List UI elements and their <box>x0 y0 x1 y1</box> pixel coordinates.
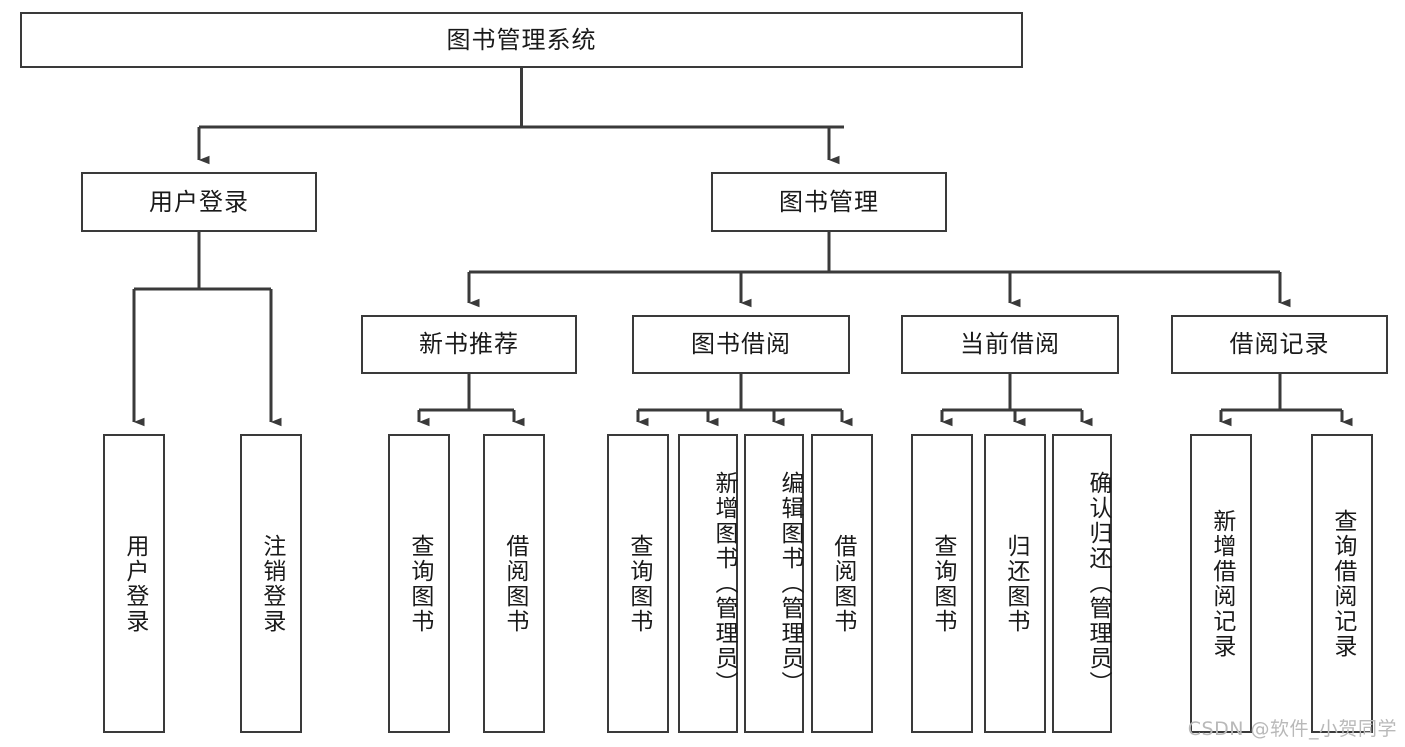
node-label: 编辑图书（管理员） <box>777 471 803 696</box>
node-leaf-return-book[interactable]: 归还图书 <box>984 434 1046 733</box>
node-label: 确认归还（管理员） <box>1085 471 1111 696</box>
node-label: 查询图书 <box>406 533 433 634</box>
node-label: 借阅记录 <box>1229 330 1330 359</box>
node-leaf-add-book-admin[interactable]: 新增图书（管理员） <box>678 434 738 733</box>
node-label: 新增图书（管理员） <box>711 471 737 696</box>
node-leaf-confirm-return-admin[interactable]: 确认归还（管理员） <box>1052 434 1112 733</box>
node-label: 借阅图书 <box>829 533 856 634</box>
node-label: 查询图书 <box>625 533 652 634</box>
node-label: 归还图书 <box>1002 533 1029 634</box>
node-label: 新增借阅记录 <box>1208 508 1235 659</box>
node-leaf-add-borrow-record[interactable]: 新增借阅记录 <box>1190 434 1252 733</box>
node-borrow-record[interactable]: 借阅记录 <box>1171 315 1388 374</box>
node-label: 注销登录 <box>258 533 285 634</box>
node-book-borrow[interactable]: 图书借阅 <box>632 315 850 374</box>
node-label: 当前借阅 <box>960 330 1060 359</box>
node-label: 用户登录 <box>121 533 148 634</box>
node-user-login[interactable]: 用户登录 <box>81 172 317 232</box>
node-label: 查询图书 <box>929 533 956 634</box>
node-label: 新书推荐 <box>419 330 519 359</box>
node-label: 查询借阅记录 <box>1329 508 1356 659</box>
node-leaf-edit-book-admin[interactable]: 编辑图书（管理员） <box>744 434 804 733</box>
node-current-borrow[interactable]: 当前借阅 <box>901 315 1119 374</box>
node-leaf-query-book-recommend[interactable]: 查询图书 <box>388 434 450 733</box>
watermark: CSDN @软件_小贺同学 <box>1187 718 1397 740</box>
node-leaf-logout[interactable]: 注销登录 <box>240 434 302 733</box>
node-leaf-query-book-current[interactable]: 查询图书 <box>911 434 973 733</box>
node-label: 图书管理 <box>779 187 879 216</box>
node-leaf-query-book-borrow[interactable]: 查询图书 <box>607 434 669 733</box>
node-label: 图书借阅 <box>691 330 791 359</box>
node-label: 借阅图书 <box>501 533 528 634</box>
node-leaf-borrow-book-recommend[interactable]: 借阅图书 <box>483 434 545 733</box>
node-new-book-recommend[interactable]: 新书推荐 <box>361 315 577 374</box>
node-root-system[interactable]: 图书管理系统 <box>20 12 1023 68</box>
node-leaf-query-borrow-record[interactable]: 查询借阅记录 <box>1311 434 1373 733</box>
node-book-manage[interactable]: 图书管理 <box>711 172 947 232</box>
node-leaf-user-login[interactable]: 用户登录 <box>103 434 165 733</box>
node-leaf-borrow-book[interactable]: 借阅图书 <box>811 434 873 733</box>
node-label: 图书管理系统 <box>446 25 597 54</box>
node-label: 用户登录 <box>149 187 249 216</box>
